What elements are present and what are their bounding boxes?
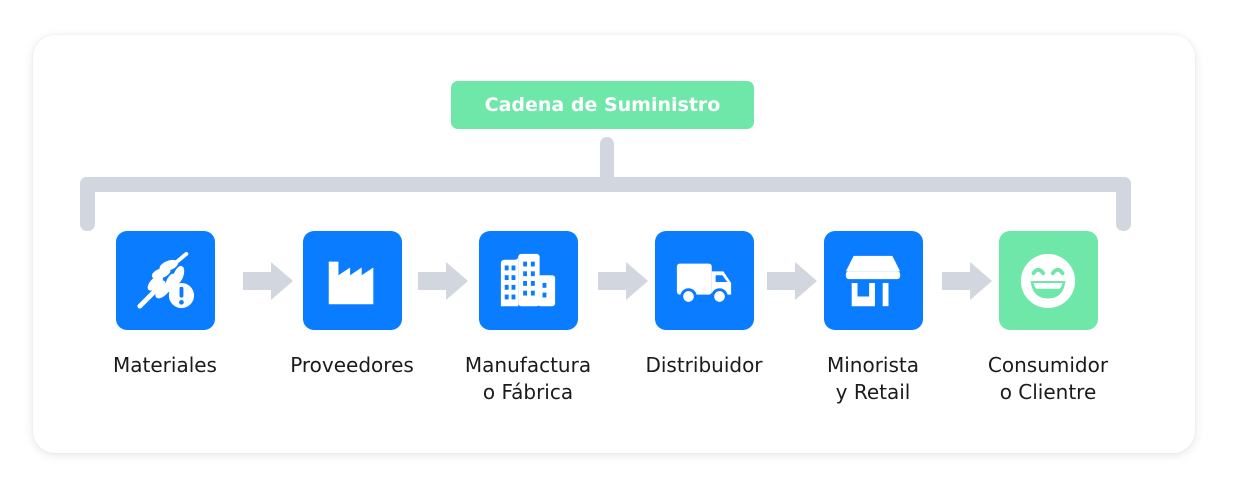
flow-arrow-3 [598, 262, 648, 300]
step-tile-materiales [115, 231, 215, 330]
step-materiales: Materiales [75, 231, 255, 379]
step-tile-proveedores [302, 231, 402, 330]
bracket-left-leg [80, 177, 95, 231]
step-manufactura: Manufactura o Fábrica [438, 231, 618, 406]
step-label-proveedores: Proveedores [290, 353, 414, 377]
step-tile-consumidor [998, 231, 1098, 330]
step-proveedores: Proveedores [262, 231, 442, 379]
supply-chain-title: Cadena de Suministro [451, 81, 754, 129]
step-minorista: Minorista y Retail [783, 231, 963, 406]
step-label-manufactura: Manufactura o Fábrica [464, 353, 592, 404]
bracket-bar [80, 177, 1131, 192]
wheat-warning-icon [137, 251, 195, 309]
step-label-minorista: Minorista y Retail [826, 353, 920, 404]
step-label-consumidor: Consumidor o Clientre [987, 353, 1109, 404]
flow-arrow-2 [418, 262, 468, 300]
flow-arrow-1 [243, 262, 293, 300]
step-distribuidor: Distribuidor [614, 231, 794, 379]
step-tile-distribuidor [654, 231, 754, 330]
bracket-right-leg [1116, 177, 1131, 231]
factory-icon [328, 261, 374, 304]
smiley-icon [1020, 253, 1076, 308]
truck-icon [676, 263, 732, 305]
step-label-distribuidor: Distribuidor [645, 353, 763, 377]
buildings-icon [500, 253, 556, 306]
supply-chain-title-text: Cadena de Suministro [484, 94, 721, 116]
step-tile-manufactura [478, 231, 578, 330]
flow-arrow-5 [942, 262, 992, 300]
step-consumidor: Consumidor o Clientre [958, 231, 1138, 406]
bracket-stem [600, 137, 614, 189]
storefront-icon [845, 255, 901, 306]
step-label-materiales: Materiales [113, 353, 217, 377]
flow-arrow-4 [767, 262, 817, 300]
step-tile-minorista [823, 231, 923, 330]
